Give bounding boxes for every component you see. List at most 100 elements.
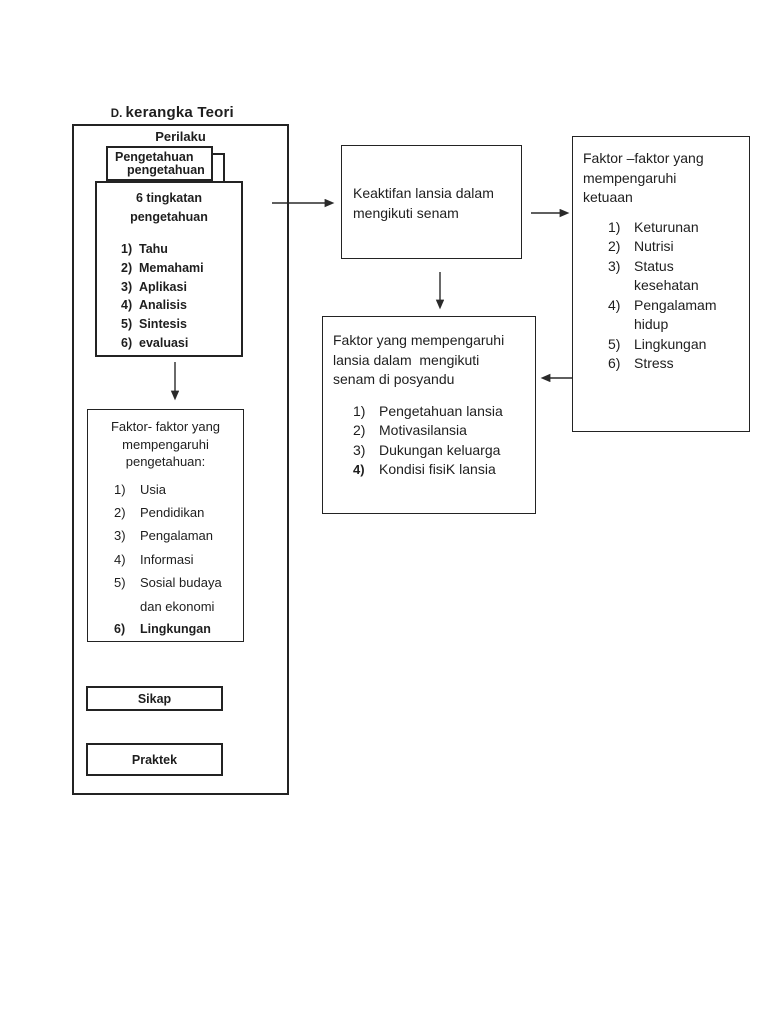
list-item: 6) evaluasi: [121, 334, 241, 353]
participation-title-line3: senam di posyandu: [333, 371, 455, 387]
page-title: D. kerangka Teori: [93, 86, 234, 140]
praktek-box: Praktek: [86, 743, 223, 776]
item-number: 2): [353, 422, 366, 438]
item-text: Sintesis: [139, 317, 187, 332]
knowledge-levels-title: 6 tingkatan pengetahuan: [97, 189, 241, 227]
item-number: 1): [121, 242, 133, 256]
list-item: 4) Analisis: [121, 296, 241, 315]
item-number: 2): [608, 238, 621, 254]
knowledge-levels-box: 6 tingkatan pengetahuan 1) Tahu 2) Memaham…: [95, 181, 243, 357]
item-text: Status kesehatan: [634, 257, 699, 294]
item-text: Stress: [634, 355, 674, 371]
item-number: 5): [114, 575, 126, 591]
item-number: 6): [121, 335, 133, 350]
item-text: Motivasilansia: [379, 422, 467, 438]
item-text: Memahami: [139, 260, 204, 275]
item-number: 1): [353, 402, 366, 419]
list-item: 6) Lingkungan: [114, 618, 237, 641]
item-text: Pendidikan: [140, 504, 205, 520]
knowledge-factors-list: 1) Usia 2) Pendidikan 3) Pengalaman 4) Infor…: [88, 478, 243, 642]
knowledge-factors-box: Faktor- faktor yang mempengaruhi pengeta…: [87, 409, 244, 642]
item-text: Lingkungan: [634, 335, 707, 352]
item-text: Pengetahuan lansia: [379, 402, 503, 419]
knowledge-stack-line1: Pengetahuan: [115, 150, 194, 164]
knowledge-levels-list: 1)Tahu 2)Memahami 3)Aplikasi 4)Analisis …: [97, 240, 241, 353]
list-item: 3) Dukungan keluarga: [353, 441, 529, 461]
list-item: 1) Tahu: [121, 240, 241, 259]
participation-factors-list: 1) Pengetahuan lansia 2) Motivasilansia 3)…: [333, 402, 529, 480]
item-number: 5): [121, 317, 133, 332]
item-text: Informasi: [140, 551, 194, 567]
item-number: 4): [114, 551, 126, 567]
item-text: Tahu: [139, 242, 168, 256]
item-text: Keturunan: [634, 218, 699, 235]
sikap-label: Sikap: [137, 691, 172, 706]
list-item: 1) Usia: [114, 478, 237, 501]
aging-title-line2: mempengaruhi: [583, 169, 677, 186]
item-number: 6): [114, 621, 126, 636]
list-item: 2) Nutrisi: [608, 237, 731, 257]
list-item: 6) Stress: [608, 354, 731, 374]
praktek-label: Praktek: [131, 752, 178, 767]
item-number: 3): [353, 441, 366, 458]
knowledge-factors-title-line1: Faktor- faktor yang: [110, 419, 221, 434]
item-text: Lingkungan: [140, 621, 211, 636]
item-text: evaluasi: [139, 335, 189, 350]
list-item: 2) Motivasilansia: [353, 421, 529, 441]
item-number: 2): [121, 260, 133, 275]
list-item: 1) Pengetahuan lansia: [353, 402, 529, 422]
item-text: Nutrisi: [634, 238, 674, 254]
item-number: 3): [608, 257, 621, 274]
activity-box: Keaktifan lansia dalam mengikuti senam: [341, 145, 522, 259]
item-text: Usia: [140, 481, 167, 497]
item-text: Kondisi fisiK lansia: [379, 461, 496, 477]
aging-factors-list: 1) Keturunan 2) Nutrisi 3) Status kesehatan…: [583, 218, 731, 374]
page-title-prefix: D.: [110, 108, 126, 120]
list-item: 2) Pendidikan: [114, 501, 237, 524]
activity-line1: Keaktifan lansia dalam: [353, 185, 494, 201]
list-item: 3) Status kesehatan: [608, 257, 731, 296]
sikap-box: Sikap: [86, 686, 223, 711]
participation-title-line2: lansia dalam mengikuti: [333, 351, 480, 368]
knowledge-stack-line2: pengetahuan: [127, 163, 205, 177]
list-item: 3) Aplikasi: [121, 278, 241, 297]
item-text: Pengalaman: [140, 528, 213, 544]
item-number: 3): [114, 528, 126, 544]
knowledge-factors-title: Faktor- faktor yang mempengaruhi pengeta…: [88, 418, 243, 471]
knowledge-levels-title-line2: pengetahuan: [130, 210, 208, 224]
item-number: 6): [608, 355, 621, 371]
list-item: 2) Memahami: [121, 259, 241, 278]
list-item: 4) Pengalamam hidup: [608, 296, 731, 335]
item-text: Sosial budaya dan ekonomi: [140, 575, 222, 614]
list-item: 3) Pengalaman: [114, 524, 237, 547]
knowledge-stack-box: Pengetahuan pengetahuan: [106, 146, 213, 181]
aging-title-line1: Faktor –faktor yang: [583, 150, 704, 166]
item-text: Pengalamam hidup: [634, 296, 717, 333]
perilaku-panel: [72, 124, 289, 795]
list-item: 1) Keturunan: [608, 218, 731, 238]
activity-line2: mengikuti senam: [353, 204, 459, 221]
item-number: 3): [121, 279, 133, 294]
item-text: Analisis: [139, 298, 187, 313]
item-number: 4): [121, 298, 133, 313]
participation-factors-box: Faktor yang mempengaruhi lansia dalam me…: [322, 316, 536, 514]
list-item: 4) Informasi: [114, 548, 237, 571]
item-number: 4): [608, 296, 621, 313]
item-number: 1): [608, 218, 621, 235]
list-item: 5) Sintesis: [121, 315, 241, 334]
aging-factors-box: Faktor –faktor yang mempengaruhi ketuaan…: [572, 136, 750, 432]
page-title-text: kerangka Teori: [125, 104, 234, 121]
knowledge-factors-title-line3: pengetahuan:: [125, 454, 206, 469]
perilaku-label: Perilaku: [155, 129, 206, 144]
knowledge-factors-title-line2: mempengaruhi: [122, 436, 209, 452]
item-number: 4): [353, 462, 365, 477]
participation-title-line1: Faktor yang mempengaruhi: [333, 332, 505, 348]
item-number: 1): [114, 481, 126, 497]
item-number: 5): [608, 335, 621, 352]
item-number: 2): [114, 504, 126, 520]
item-text: Aplikasi: [139, 279, 187, 294]
knowledge-levels-title-line1: 6 tingkatan: [136, 191, 202, 205]
item-text: Dukungan keluarga: [379, 441, 501, 458]
list-item: 5) Sosial budaya dan ekonomi: [114, 571, 237, 618]
list-item: 4) Kondisi fisiK lansia: [353, 460, 529, 480]
